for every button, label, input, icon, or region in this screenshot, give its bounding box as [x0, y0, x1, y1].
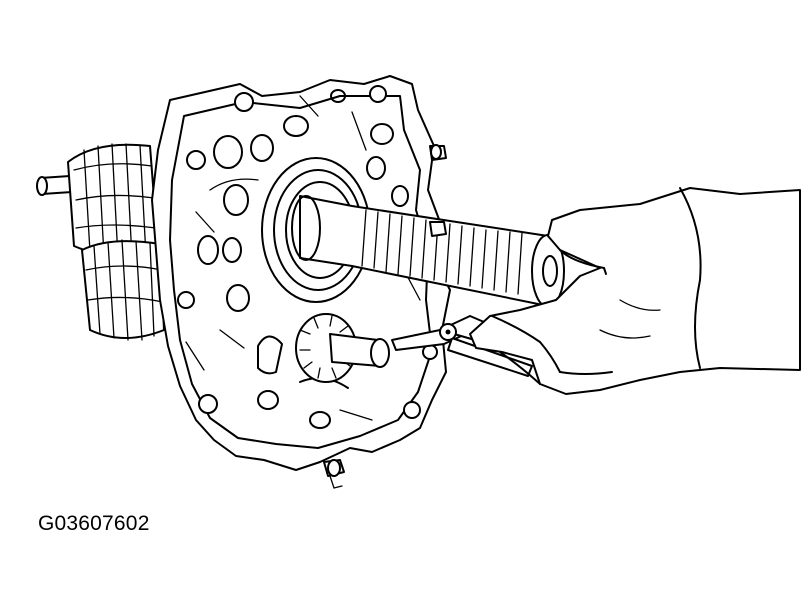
case-bolt-right [429, 221, 447, 237]
output-shaft-stub [36, 175, 73, 196]
figure-code-label: G03607602 [38, 512, 150, 535]
case-bolt-bottom [323, 459, 345, 489]
gear-stack-upper [67, 143, 159, 259]
technician-hand [469, 187, 801, 395]
gear-stack-lower [81, 239, 165, 341]
case-bolt-top [429, 144, 447, 161]
counter-gear [295, 313, 390, 383]
